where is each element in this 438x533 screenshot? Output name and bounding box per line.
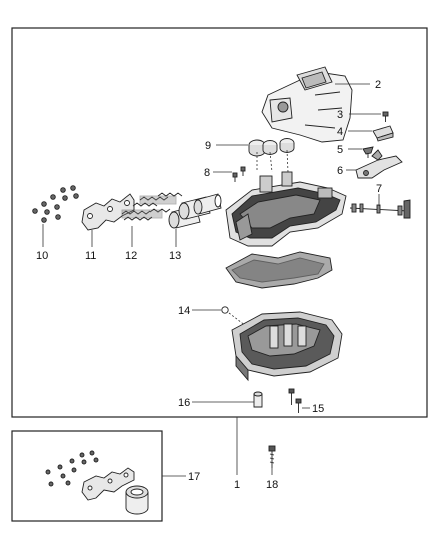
- callout-4: 4: [337, 126, 343, 138]
- callout-17: 17: [188, 471, 200, 483]
- part-8-screws: [232, 166, 246, 182]
- part-15-bolts: [288, 388, 302, 413]
- callout-5: 5: [337, 144, 343, 156]
- part-4-bracket: [372, 125, 394, 142]
- part-11-retainer-plate: [81, 193, 135, 231]
- part-6-lever: [355, 149, 403, 179]
- callout-14: 14: [178, 305, 190, 317]
- callout-7: 7: [376, 183, 382, 195]
- callout-3: 3: [337, 109, 343, 121]
- callout-15: 15: [312, 403, 324, 415]
- callout-8: 8: [204, 167, 210, 179]
- part-13-valves: [168, 193, 222, 229]
- part-12-springs: [121, 192, 183, 221]
- part-17-kit: [45, 450, 149, 515]
- callout-13: 13: [169, 250, 181, 262]
- callout-2: 2: [375, 79, 381, 91]
- part-18-bolt: [268, 445, 276, 468]
- callout-18: 18: [266, 479, 278, 491]
- upper-valve-body: [225, 171, 347, 247]
- part-3-screw: [382, 111, 389, 122]
- part-2-housing: [261, 66, 353, 143]
- callout-6: 6: [337, 165, 343, 177]
- part-16-sleeve: [253, 391, 263, 408]
- callout-10: 10: [36, 250, 48, 262]
- callout-12: 12: [125, 250, 137, 262]
- separator-plate: [225, 251, 333, 289]
- part-5-clip: [362, 146, 374, 158]
- part-14-check-ball: [221, 306, 229, 314]
- callout-9: 9: [205, 140, 211, 152]
- part-10-bolts: [32, 185, 79, 223]
- part-7-shaft: [349, 199, 411, 219]
- lower-valve-body: [231, 311, 343, 382]
- part-9-caps: [248, 138, 295, 157]
- callout-16: 16: [178, 397, 190, 409]
- main-assembly-frame: [11, 27, 428, 418]
- callout-11: 11: [85, 250, 96, 262]
- callout-1: 1: [234, 479, 240, 491]
